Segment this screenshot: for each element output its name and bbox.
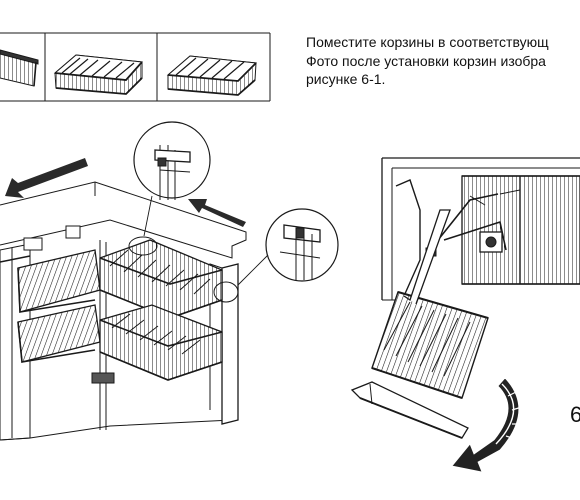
magnifier-callout <box>128 121 211 256</box>
figure-number: 6 <box>570 402 580 427</box>
instruction-text: Поместите корзины в соответствующ Фото п… <box>306 33 580 89</box>
magnifier-callout <box>213 208 339 303</box>
arrow-left-icon <box>5 158 88 198</box>
wire-basket-icon <box>166 55 258 96</box>
rotating-basket-drawing <box>350 157 580 473</box>
basket-thumbnails <box>0 32 271 102</box>
instruction-line-2: Фото после установки корзин изобра <box>306 52 546 69</box>
corner-cabinet-drawing <box>0 121 339 441</box>
wire-basket-icon <box>53 54 144 95</box>
arrow-left-icon <box>188 199 246 227</box>
instruction-line-1: Поместите корзины в соответствующ <box>306 34 549 50</box>
instruction-line-3: рисунке 6-1. <box>306 71 386 87</box>
curved-arrow-icon <box>451 377 526 473</box>
wire-basket-icon <box>0 49 39 87</box>
